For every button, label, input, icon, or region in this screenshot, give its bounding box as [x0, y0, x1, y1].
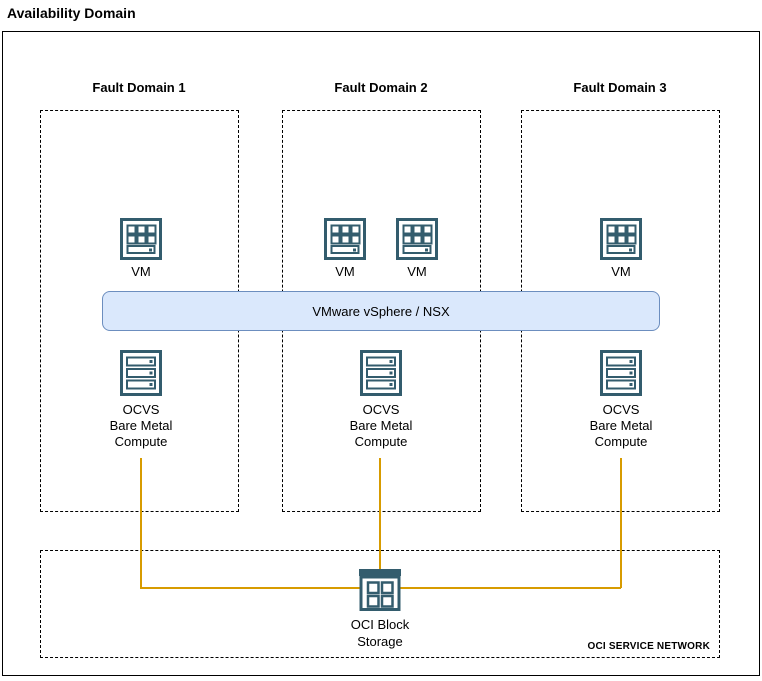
fault-domain-2-label: Fault Domain 2: [334, 80, 428, 95]
ocvs-compute-label: OCVS Bare Metal Compute: [589, 402, 653, 449]
connector-fd2-vertical: [379, 458, 381, 570]
vm-icon: [396, 218, 438, 260]
ocvs-compute-label: OCVS Bare Metal Compute: [349, 402, 413, 449]
page-title: Availability Domain: [7, 5, 136, 21]
vm-icon: [600, 218, 642, 260]
vm-label: VM: [611, 264, 631, 279]
vsphere-nsx-banner: VMware vSphere / NSX: [102, 291, 660, 331]
connector-fd1-vertical: [140, 458, 142, 588]
vm-label: VM: [335, 264, 355, 279]
block-storage-label: OCI Block Storage: [350, 617, 410, 649]
vm-icon: [324, 218, 366, 260]
bare-metal-server-icon: [360, 350, 402, 396]
vm-label: VM: [131, 264, 151, 279]
connector-fd3-horizontal: [400, 587, 621, 589]
block-storage-icon: [359, 569, 401, 611]
bare-metal-server-icon: [120, 350, 162, 396]
connector-fd1-horizontal: [140, 587, 361, 589]
fault-domain-1-label: Fault Domain 1: [92, 80, 186, 95]
availability-domain-box: [2, 31, 760, 676]
vsphere-nsx-banner-label: VMware vSphere / NSX: [312, 303, 450, 319]
bare-metal-server-icon: [600, 350, 642, 396]
ocvs-compute-label: OCVS Bare Metal Compute: [109, 402, 173, 449]
fault-domain-3-label: Fault Domain 3: [573, 80, 667, 95]
vm-label: VM: [407, 264, 427, 279]
connector-fd3-vertical: [620, 458, 622, 588]
vm-icon: [120, 218, 162, 260]
service-network-label: OCI SERVICE NETWORK: [587, 641, 710, 652]
